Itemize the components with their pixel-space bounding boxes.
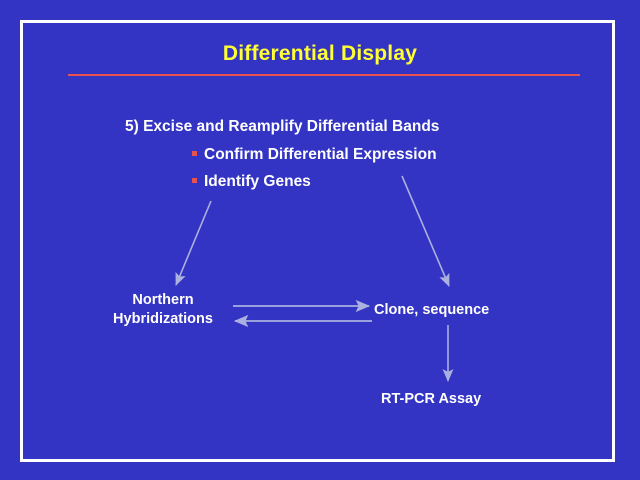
title-divider-rule xyxy=(68,74,580,76)
flow-node-northern-line1: Northern xyxy=(132,292,194,308)
body-bullet-item-1-label: Confirm Differential Expression xyxy=(204,146,437,163)
square-bullet-icon xyxy=(192,151,197,157)
body-bullet-item-2-label: Identify Genes xyxy=(204,173,311,190)
body-bullet-item-1: Confirm Differential Expression xyxy=(192,146,437,164)
flow-node-clone-sequence: Clone, sequence xyxy=(374,302,490,318)
slide-border-frame xyxy=(20,20,615,462)
page-title: Differential Display xyxy=(222,42,418,65)
flow-node-northern-hybridizations: Northern Hybridizations xyxy=(88,291,238,329)
body-heading: 5) Excise and Reamplify Differential Ban… xyxy=(125,118,440,135)
square-bullet-icon xyxy=(192,178,197,184)
flow-node-northern-line2: Hybridizations xyxy=(113,311,213,327)
flow-node-rt-pcr-assay: RT-PCR Assay xyxy=(381,391,482,407)
body-bullet-item-2: Identify Genes xyxy=(192,173,311,191)
